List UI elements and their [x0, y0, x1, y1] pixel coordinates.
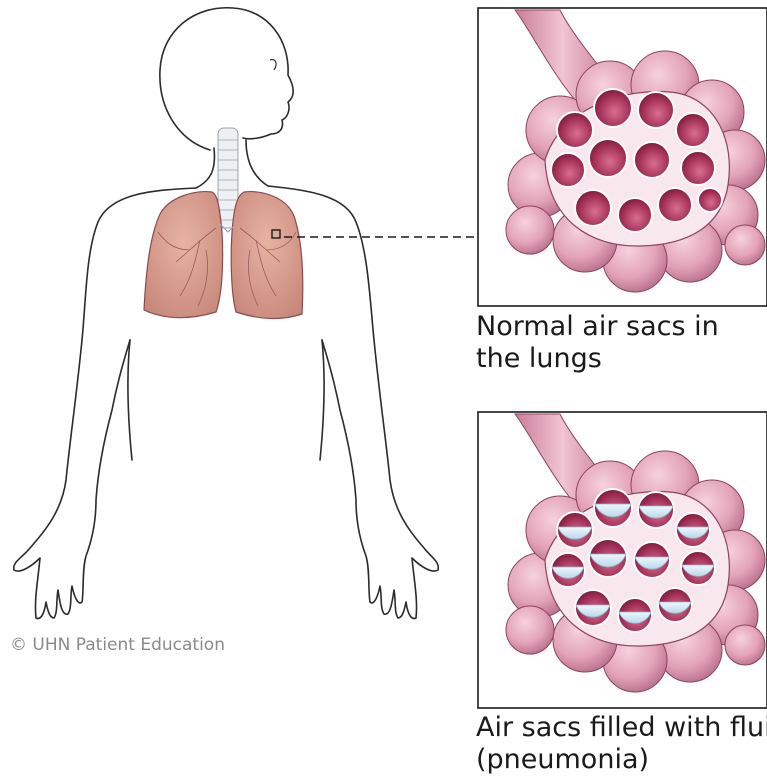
normal-air-sacs-caption: Normal air sacs in the lungs	[476, 311, 719, 375]
pneumonia-caption-line-2: (pneumonia)	[476, 744, 767, 776]
pneumonia-air-sacs-panel	[478, 412, 767, 708]
copyright-notice: © UHN Patient Education	[10, 635, 225, 655]
normal-caption-line-1: Normal air sacs in	[476, 311, 719, 343]
left-lung	[144, 192, 223, 318]
normal-caption-line-2: the lungs	[476, 343, 719, 375]
pneumonia-caption: Air sacs filled with fluid (pneumonia)	[476, 712, 767, 776]
normal-air-sacs-panel	[478, 8, 767, 306]
body-outline	[14, 8, 439, 619]
pneumonia-caption-line-1: Air sacs filled with fluid	[476, 712, 767, 744]
right-lung	[231, 192, 303, 319]
ear-detail	[270, 60, 276, 70]
